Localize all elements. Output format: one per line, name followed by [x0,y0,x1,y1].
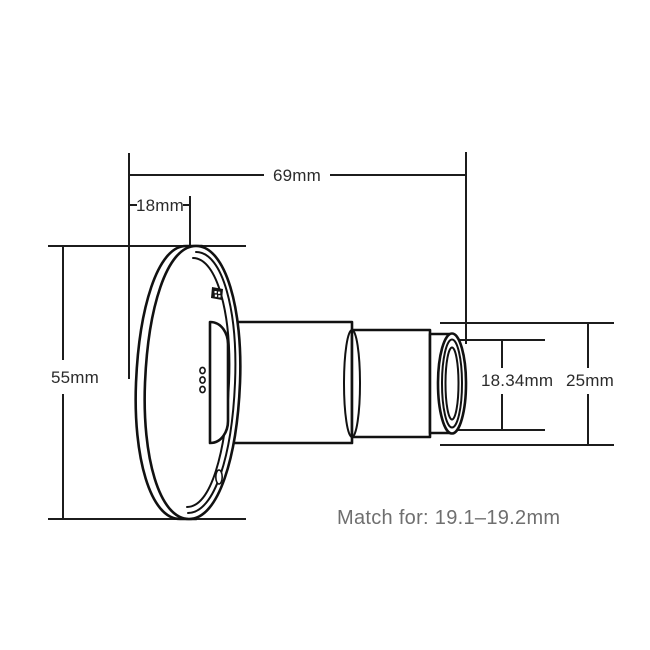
shaft-step-transition-ellipse [343,329,361,438]
dimension-69mm-label: 69mm [273,166,321,185]
shaft-flange-junction [208,320,230,445]
dimension-69mm: 69mm [129,166,466,185]
dimension-18mm-label: 18mm [136,196,184,215]
dimension-25mm-label: 25mm [566,371,614,390]
flange-rim-groove [187,251,237,514]
end-face-bore-ellipse [444,346,460,421]
end-face-seat-ellipse [441,338,463,429]
match-note-label: Match for: 19.1–19.2mm [337,507,560,529]
logo-mark-icon [211,287,223,300]
dimension-25mm: 25mm [440,322,614,446]
shaft-step-second [350,328,432,439]
end-face-outer-ellipse [436,332,468,435]
dimension-18mm: 18mm [129,196,191,215]
dimension-18-34mm-label: 18.34mm [481,371,553,390]
dimension-55mm-label: 55mm [51,368,99,387]
three-dot-detail-icon [199,366,206,394]
dimension-55mm: 55mm [48,245,246,520]
dimension-18-34mm: 18.34mm [455,339,553,431]
oval-slot-detail-icon [215,469,224,485]
flange-front-face [143,244,242,521]
